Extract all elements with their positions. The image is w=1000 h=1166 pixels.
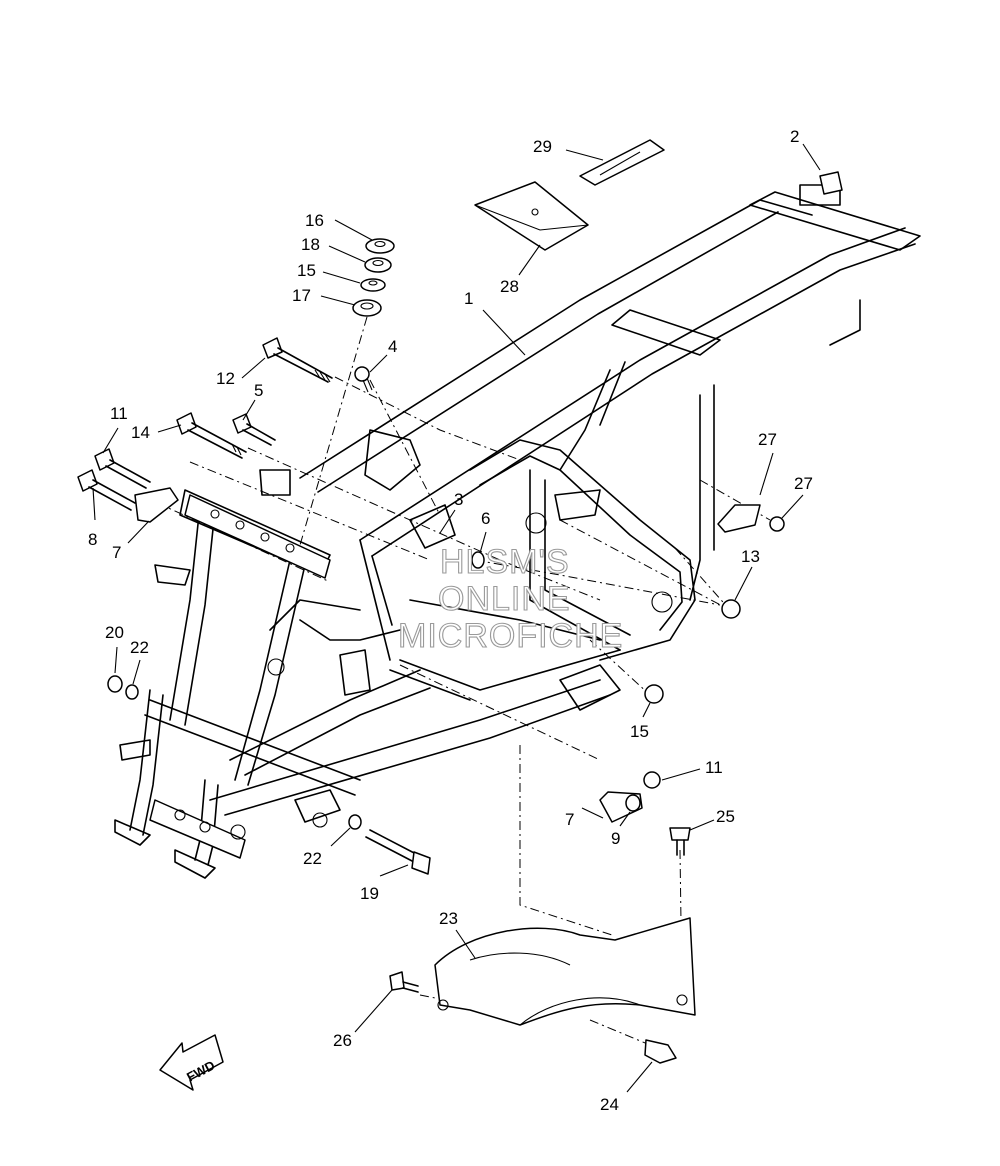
bolt-27-lower	[389, 971, 419, 993]
callout-9: 9	[611, 829, 620, 848]
bolt-4	[354, 366, 373, 393]
callout-27-upper: 25	[716, 807, 735, 826]
callout-19: 18	[301, 235, 320, 254]
callout-2: 2	[790, 127, 799, 146]
callout-4: 4	[388, 337, 397, 356]
small-parts	[77, 139, 843, 1064]
assembly-lines	[139, 316, 771, 1046]
callout-18: 17	[292, 286, 311, 305]
fwd-arrow-icon: FWD	[159, 1034, 224, 1091]
bracket-25	[717, 504, 761, 533]
washer-9	[625, 794, 641, 812]
callout-6: 6	[481, 509, 490, 528]
callout-7-right: 7	[565, 810, 574, 829]
callout-11: 11	[705, 758, 723, 777]
bolt-8	[77, 469, 136, 511]
plate-7-left	[134, 487, 179, 523]
callout-10: 11	[110, 404, 128, 423]
callout-20: 19	[360, 884, 379, 903]
clip-24	[644, 1039, 677, 1064]
bolt-12	[262, 337, 333, 383]
callout-29: 29	[533, 137, 552, 156]
main-frame	[114, 184, 921, 879]
callout-23: 23	[439, 909, 458, 928]
cap-2	[819, 171, 843, 195]
callout-24: 24	[600, 1095, 619, 1114]
washer-21	[107, 675, 123, 693]
callout-3: 3	[454, 490, 463, 509]
callout-16: 15	[297, 261, 316, 280]
callout-15: 15	[630, 722, 649, 741]
watermark-line-1: HLSM'S	[440, 543, 570, 581]
washer-22-upper	[125, 684, 139, 700]
callout-21: 20	[105, 623, 124, 642]
callout-22-lower: 22	[303, 849, 322, 868]
bolt-27-upper	[669, 827, 691, 856]
bolt-26	[769, 516, 785, 532]
callout-28: 28	[500, 277, 519, 296]
bolt-5	[232, 413, 276, 446]
watermark-line-3: MICROFICHE	[398, 617, 623, 655]
guard-23	[434, 917, 696, 1026]
callout-8: 8	[88, 530, 97, 549]
nut-13	[721, 599, 741, 619]
rubber-stack	[352, 238, 395, 317]
bolt-10	[94, 448, 151, 489]
callout-14: 14	[131, 423, 150, 442]
nut-15	[644, 684, 664, 704]
callout-26: 27	[794, 474, 813, 493]
callout-1: 1	[464, 289, 473, 308]
watermark: HLSM'S ONLINE MICROFICHE	[397, 542, 623, 655]
callout-7-left: 7	[112, 543, 121, 562]
callout-22-upper: 22	[130, 638, 149, 657]
leader-lines	[92, 143, 821, 1093]
callout-27-lower: 26	[333, 1031, 352, 1050]
callout-5: 5	[254, 381, 263, 400]
bolt-20	[365, 829, 431, 875]
callout-12: 12	[216, 369, 235, 388]
callout-13: 13	[741, 547, 760, 566]
callout-17: 16	[305, 211, 324, 230]
callout-labels: 29 2 1 16 18 15 17 28 12 4 5 11 14 8 7 3…	[88, 127, 813, 1114]
bolt-14	[176, 412, 247, 459]
washer-22-lower	[348, 814, 362, 830]
nut-11	[643, 771, 661, 789]
cover-28	[474, 181, 589, 251]
watermark-line-2: ONLINE	[438, 580, 571, 618]
part-6	[471, 551, 485, 569]
callout-25: 27	[758, 430, 777, 449]
